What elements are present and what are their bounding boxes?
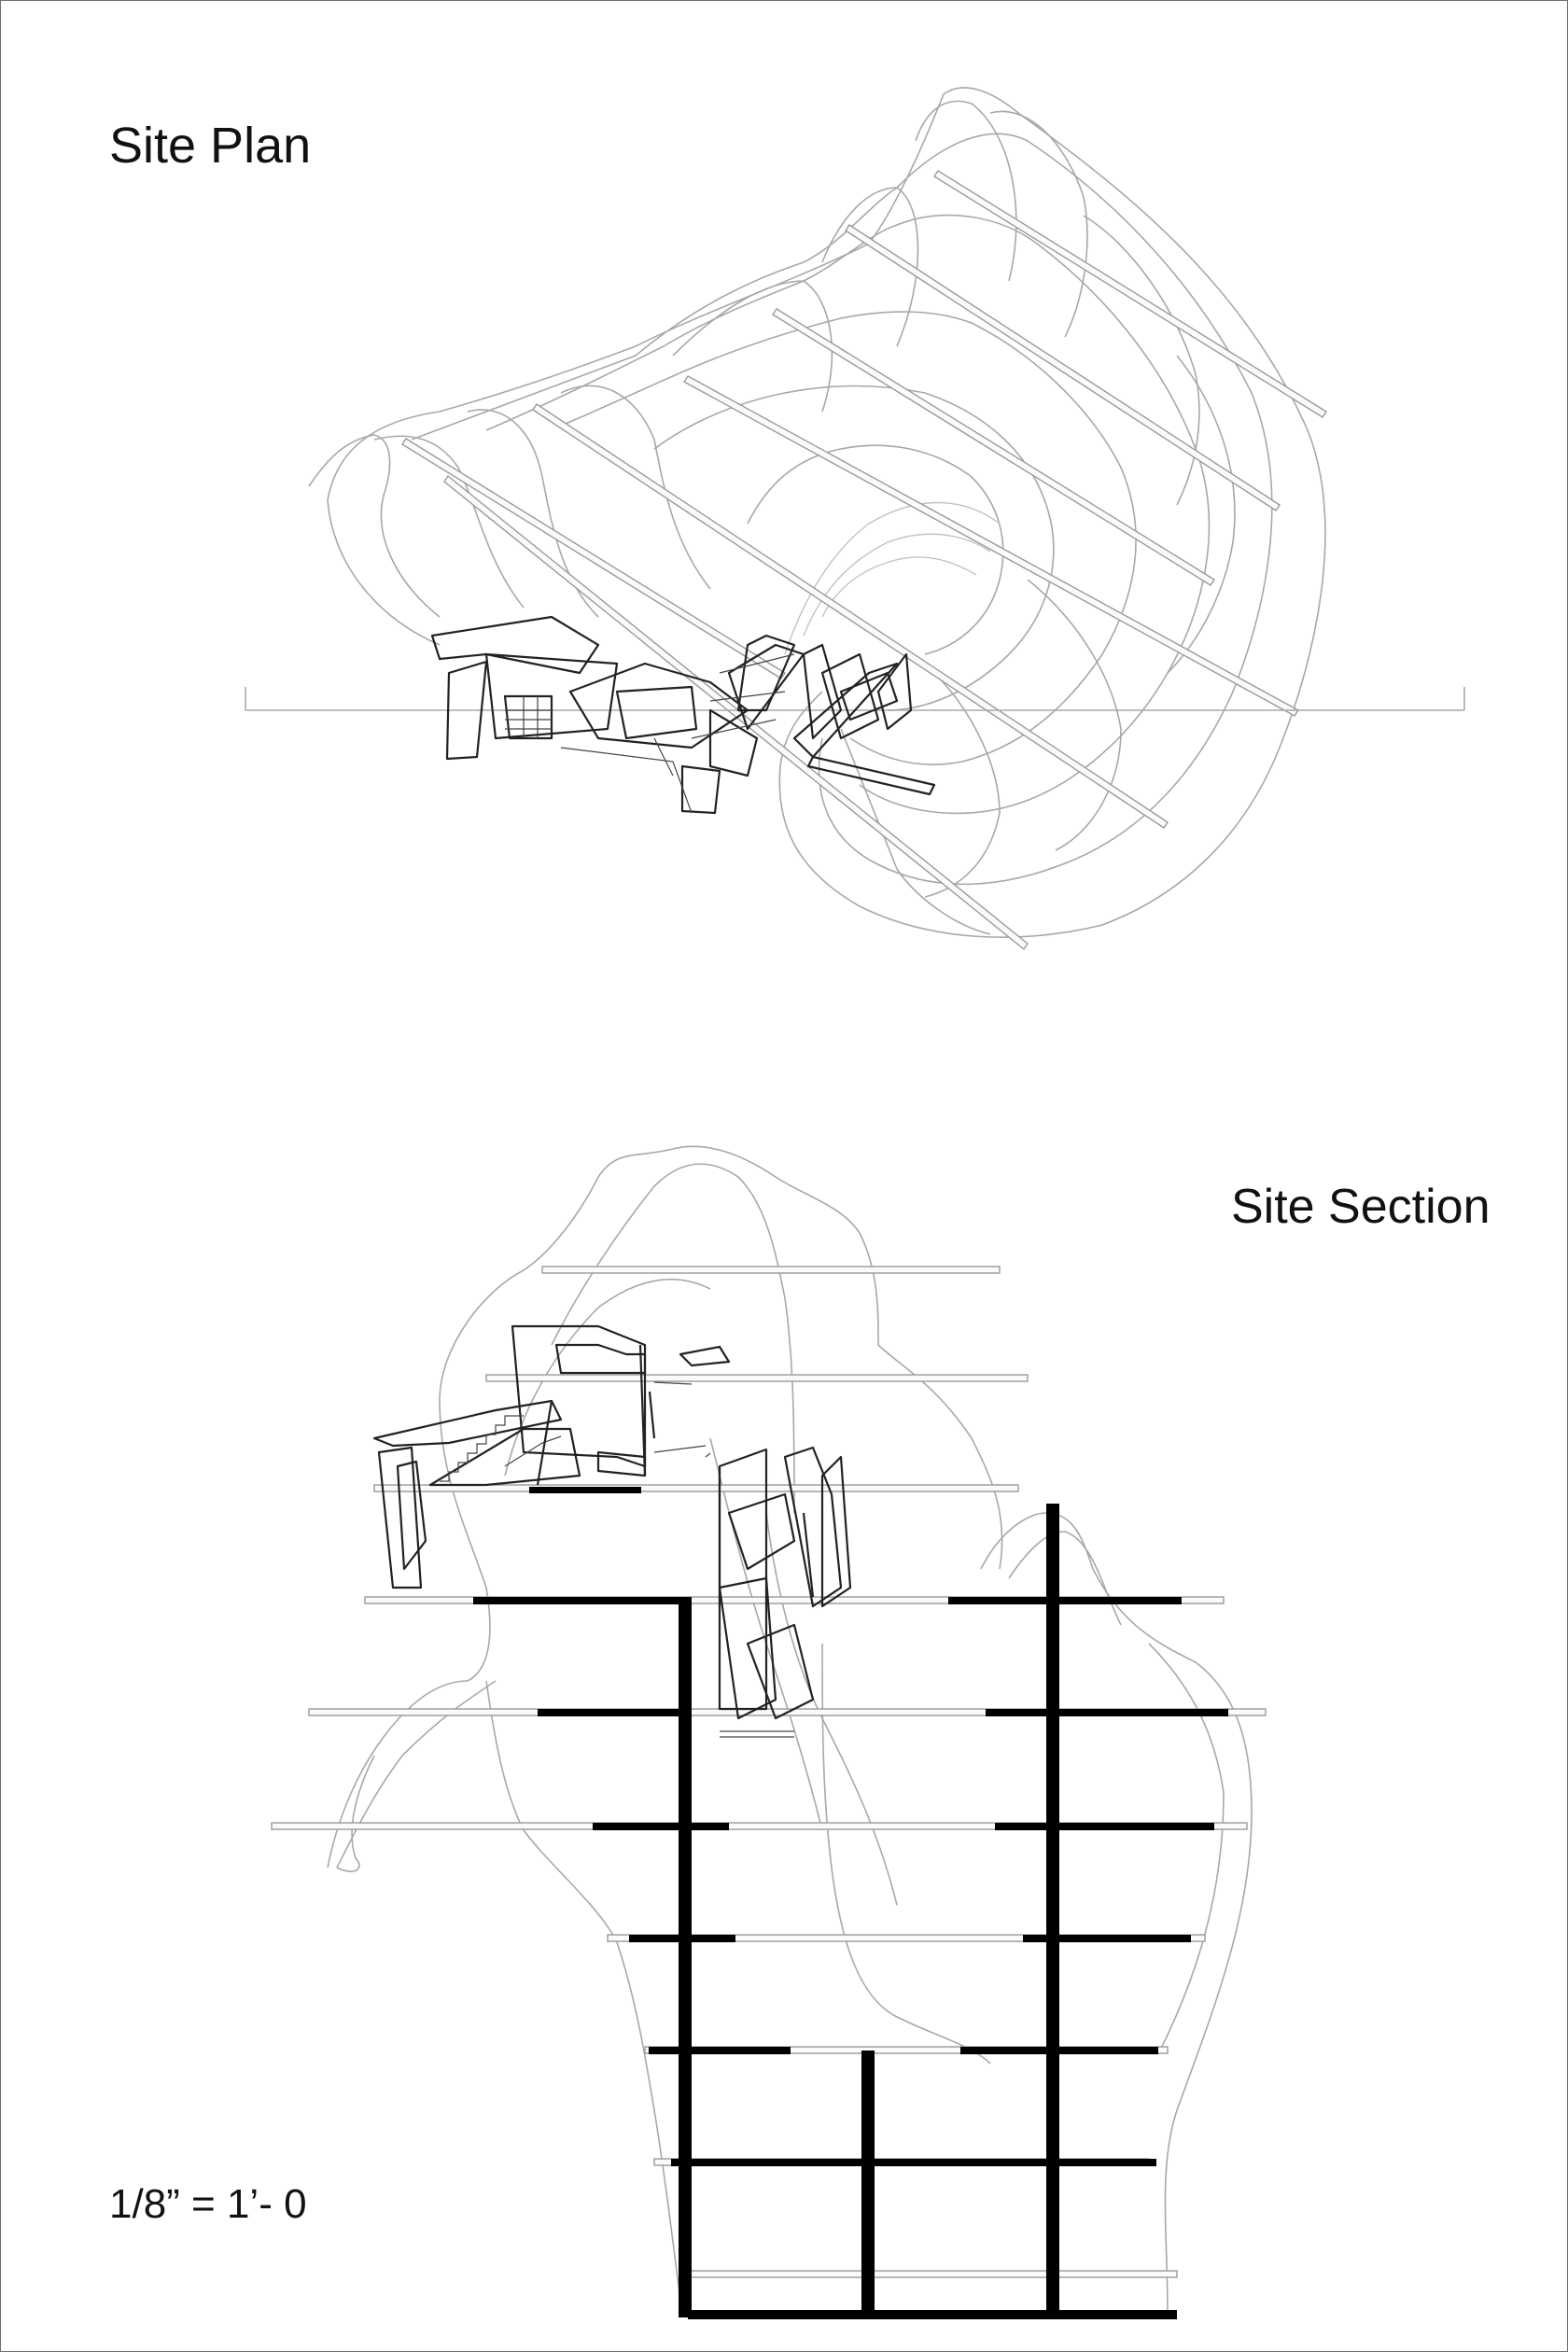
site-plan-section-rails xyxy=(401,170,1327,951)
site-section-cut-lines xyxy=(473,1487,1228,2319)
site-plan-building xyxy=(245,615,1465,815)
site-plan-title: Site Plan xyxy=(109,118,312,174)
site-section-levels xyxy=(271,1266,1267,2278)
site-section-title: Site Section xyxy=(1231,1180,1491,1234)
site-plan-drawing xyxy=(245,87,1465,951)
site-section-building xyxy=(372,1324,852,1738)
scale-note: 1/8” = 1’- 0 xyxy=(109,2181,307,2227)
